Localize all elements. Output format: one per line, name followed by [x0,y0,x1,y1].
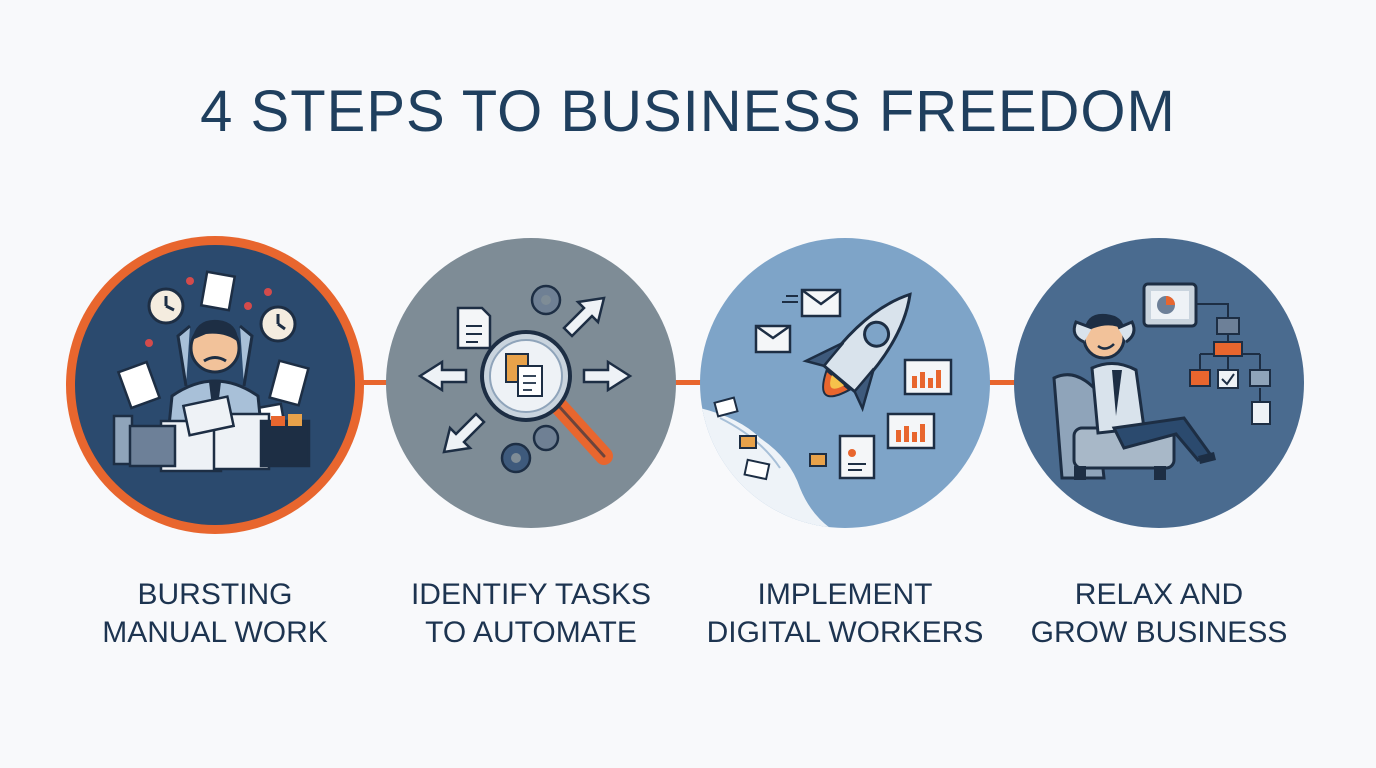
step-4-circle [1014,238,1304,528]
rocket-launch-icon [700,288,953,528]
step-4-label: RELAX AND GROW BUSINESS [994,576,1324,652]
relaxed-man-icon [1052,282,1271,480]
step-2-label-line1: IDENTIFY TASKS [410,578,652,611]
step-1-label-line1: BURSTING [137,578,293,611]
step-2-circle [386,238,676,528]
step-4-label-line1: RELAX AND [1074,578,1244,611]
page-title: 4 STEPS TO BUSINESS FREEDOM [200,79,1176,144]
step-1-circle [66,236,364,534]
stressed-worker-icon [75,245,355,525]
step-3-label-line2: DIGITAL WORKERS [706,616,984,649]
step-2-label: IDENTIFY TASKS TO AUTOMATE [366,576,696,652]
connector-line-2 [672,380,707,385]
step-3-circle [700,238,990,528]
connector-line-1 [355,380,390,385]
step-3-label-line1: IMPLEMENT [757,578,933,611]
step-1-label-line2: MANUAL WORK [102,616,328,649]
step-4-label-line2: GROW BUSINESS [1030,616,1288,649]
magnifier-search-icon [417,284,633,474]
step-1-label: BURSTING MANUAL WORK [50,576,380,652]
step-3-label: IMPLEMENT DIGITAL WORKERS [680,576,1010,652]
connector-line-3 [986,380,1021,385]
step-2-label-line2: TO AUTOMATE [425,616,637,649]
